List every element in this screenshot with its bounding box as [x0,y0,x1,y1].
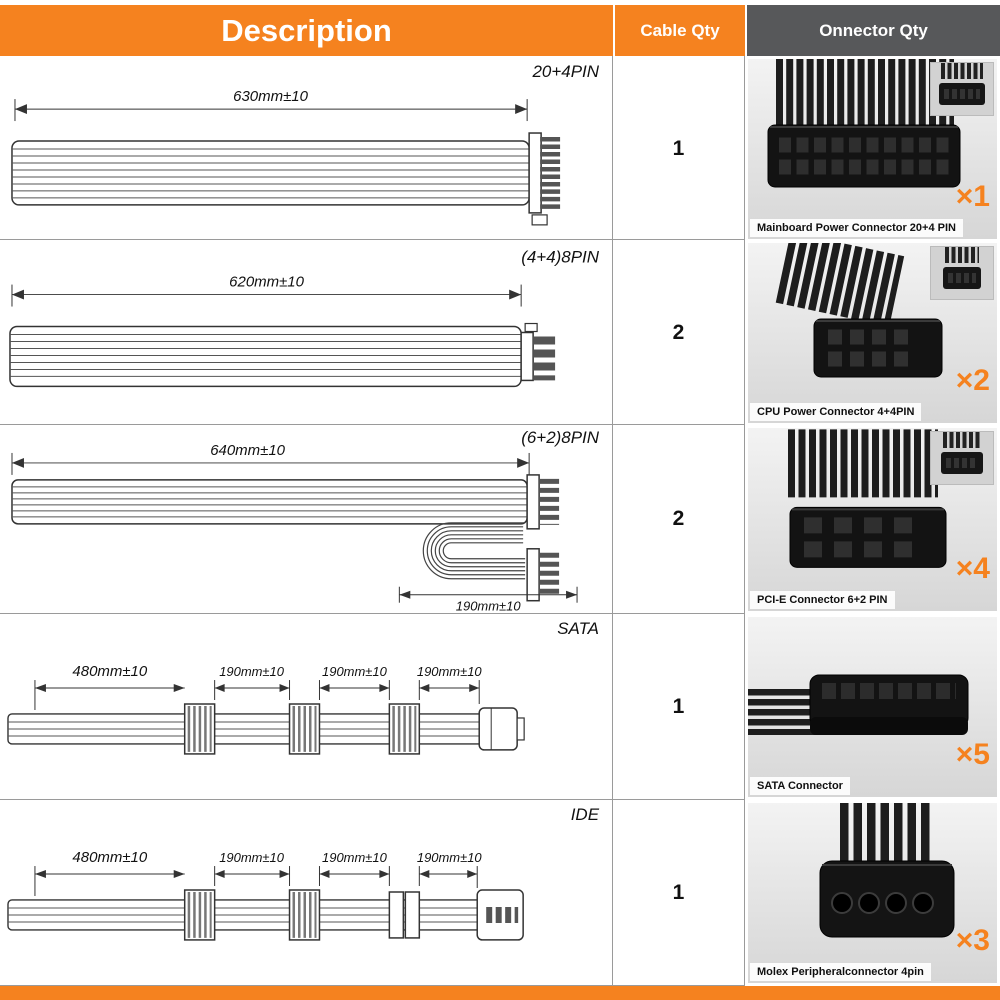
dimension-label: 190mm±10 [417,664,483,679]
dimension-label: 630mm±10 [233,88,308,105]
cable-qty-value: 2 [613,240,745,426]
dimension-label: 190mm±10 [322,850,388,865]
connector-photo-cell: ×5 SATA Connector [745,614,1000,800]
pin-label: SATA [557,619,599,638]
inset-photo [930,431,994,485]
ribbon-cable [9,325,522,388]
pin-label: IDE [571,805,600,824]
footer-accent-bar [0,986,1000,1000]
cable-diagram-atx: 20+4PIN 630mm±10 [11,62,600,226]
inset-photo [930,62,994,116]
cable-drawing-20-4pin: 20+4PIN 630mm±10 [0,56,613,242]
connector-multiplier: ×4 [955,551,990,585]
table-row: (6+2)8PIN 640mm±10 [0,425,1000,614]
connector-photo-cell: ×3 Molex Peripheralconnector 4pin [745,800,1000,986]
cable-drawing-4-4pin: (4+4)8PIN 620mm±10 [0,240,613,426]
connector-photo-cell: ×1 Mainboard Power Connector 20+4 PIN [745,56,1000,242]
cable-qty-value: 1 [613,800,745,986]
sata-connector-art [748,674,969,735]
connector-caption: Mainboard Power Connector 20+4 PIN [750,219,963,237]
connector-2pin [526,548,560,602]
photo-molex-connector: ×3 Molex Peripheralconnector 4pin [748,803,997,983]
connector-caption: CPU Power Connector 4+4PIN [750,403,922,421]
inset-connector-art [941,432,983,474]
inset-photo [930,246,994,300]
photo-pcie-connector: ×4 PCI-E Connector 6+2 PIN [748,428,997,611]
cable-qty-value: 2 [613,425,745,614]
connector-caption: SATA Connector [750,777,850,795]
cpu-connector-art [775,243,943,378]
connector-multiplier: ×3 [955,924,990,957]
dimension-label: 480mm±10 [72,663,147,680]
table-header: Description Cable Qty Onnector Qty [0,0,1000,56]
dimension-label: 480mm±10 [72,849,147,866]
connector-photo-cell: ×2 CPU Power Connector 4+4PIN [745,240,1000,426]
connector-20-4pin [528,132,561,226]
header-cable-qty: Cable Qty [613,5,745,56]
atx-connector-art [767,59,961,188]
dimension-label: 640mm±10 [210,442,285,459]
ribbon-cable [11,479,528,525]
connector-caption: Molex Peripheralconnector 4pin [750,963,931,981]
pin-label: (4+4)8PIN [521,248,600,267]
dimension-620 [11,284,522,307]
dimension-label: 620mm±10 [229,274,304,291]
cable-diagram-cpu: (4+4)8PIN 620mm±10 [9,248,600,388]
cable-diagram-sata: SATA [7,619,599,755]
cable-diagram-pcie: (6+2)8PIN 640mm±10 [11,428,600,614]
photo-atx-connector: ×1 Mainboard Power Connector 20+4 PIN [748,59,997,239]
dimension-640 [11,452,530,475]
cable-qty-value: 1 [613,56,745,242]
molex-end-connector [476,889,524,941]
dimension-label: 190mm±10 [322,664,388,679]
ribbon-cable [11,140,530,206]
connector-multiplier: ×2 [955,364,990,397]
pin-label: 20+4PIN [532,62,600,81]
cable-drawing-sata: SATA [0,614,613,800]
table-row: 20+4PIN 630mm±10 [0,56,1000,242]
dimension-label: 190mm±10 [219,664,285,679]
dimension-630 [14,99,528,122]
dimension-label: 190mm±10 [417,850,483,865]
inset-connector-art [939,63,985,105]
header-description: Description [0,5,613,56]
photo-cpu-connector: ×2 CPU Power Connector 4+4PIN [748,243,997,423]
connector-multiplier: ×5 [955,738,990,771]
connector-caption: PCI-E Connector 6+2 PIN [750,590,895,609]
cable-qty-value: 1 [613,614,745,800]
flat-cable [7,899,506,931]
pcie-connector-art [788,429,947,568]
connector-8pin [520,322,556,382]
cable-diagram-ide: IDE [7,805,600,941]
flat-cable [7,713,508,745]
table-row: IDE [0,800,1000,986]
branch-loop [422,522,526,580]
dimension-label: 190mm±10 [219,850,285,865]
sata-passthrough-connectors [183,703,421,755]
connector-multiplier: ×1 [955,180,990,213]
dimensions [34,866,478,896]
inset-connector-art [943,247,981,289]
table-row: (4+4)8PIN 620mm±10 [0,240,1000,426]
molex-connector-art [819,803,955,938]
molex-passthrough-connectors [183,889,421,941]
dimension-label: 190mm±10 [456,599,522,614]
dimension-190 [398,586,578,603]
table-row: SATA [0,614,1000,800]
connector-6pin [526,474,560,530]
sata-end-connector [478,707,525,751]
connector-photo-cell: ×4 PCI-E Connector 6+2 PIN [745,425,1000,614]
pin-label: (6+2)8PIN [521,428,600,447]
cable-drawing-6-2pin: (6+2)8PIN 640mm±10 [0,425,613,614]
photo-sata-connector: ×5 SATA Connector [748,617,997,797]
header-connector-qty: Onnector Qty [745,5,1000,56]
cable-drawing-ide: IDE [0,800,613,986]
